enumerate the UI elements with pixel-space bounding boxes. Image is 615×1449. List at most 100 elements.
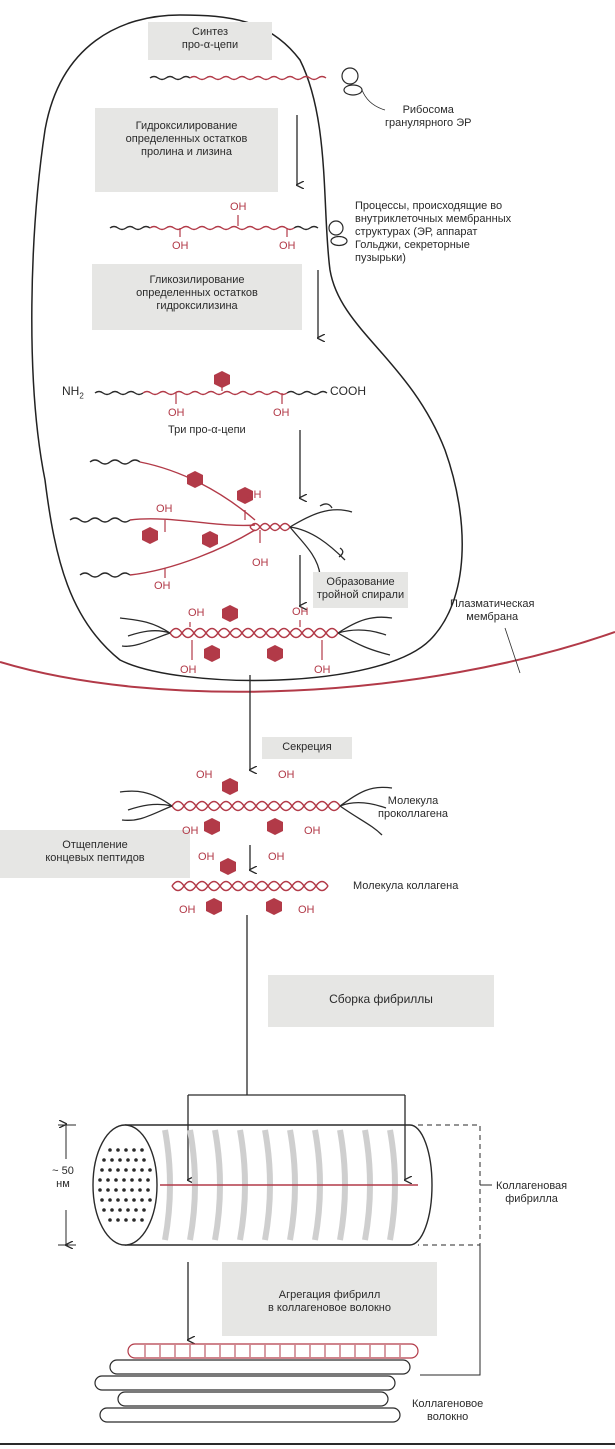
processes-line-4: Гольджи, секреторные xyxy=(355,239,470,251)
step-hydroxylation-line-2: определенных остатков xyxy=(125,133,248,145)
procollagen-line-1: Молекула xyxy=(387,795,439,807)
c-terminal-tangle xyxy=(289,503,353,576)
step-glycosylation-box: Гликозилирование определенных остатков г… xyxy=(92,264,302,330)
fiber-top-banding xyxy=(144,1345,401,1357)
fiber-line-2: волокно xyxy=(427,1411,469,1423)
step-aggregation-line-2: в коллагеновое волокно xyxy=(267,1302,392,1314)
procollagen-left-ends xyxy=(119,790,173,821)
plasma-membrane-line xyxy=(0,631,615,693)
triple-helix-2 xyxy=(169,627,339,639)
step-glycosylation-line-1: Гликозилирование xyxy=(149,274,245,286)
hydroxylated-chain-end xyxy=(293,225,319,231)
fibril-line-1: Коллагеновая xyxy=(496,1180,568,1192)
fibril-bracket xyxy=(418,1124,481,1246)
step-secretion-label: Секреция xyxy=(282,741,332,753)
oh-label: OH xyxy=(168,407,185,419)
fibril-end xyxy=(92,1124,158,1246)
glyco-chain-left xyxy=(94,390,144,396)
ribosome-label-line-2: гранулярного ЭР xyxy=(385,117,472,129)
processes-line-1: Процессы, происходящие во xyxy=(355,200,503,212)
step-synthesis-line-2: про-α-цепи xyxy=(181,39,239,51)
diameter-label: ~ 50 нм xyxy=(42,1165,84,1191)
step-secretion-box: Секреция xyxy=(262,737,352,759)
fiber-bracket xyxy=(420,1245,481,1376)
step-aggregation-box: Агрегация фибрилл в коллагеновое волокно xyxy=(222,1262,437,1336)
oh-label: OH xyxy=(188,607,205,619)
glyco-chain-red xyxy=(142,390,288,396)
membrane-ribosome-large xyxy=(328,220,344,236)
oh-label: OH xyxy=(279,240,296,252)
fibril-line-2: фибрилла xyxy=(505,1193,558,1205)
step-hydroxylation-line-3: пролина и лизина xyxy=(141,146,232,158)
processes-label: Процессы, происходящие во внутриклеточны… xyxy=(355,200,511,265)
diameter-value: ~ 50 xyxy=(52,1165,74,1177)
fibril-cross-section-dots xyxy=(98,1148,152,1222)
cooh-label: COOH xyxy=(330,385,366,398)
chain-b-red xyxy=(129,518,256,527)
oh-label: OH xyxy=(196,769,213,781)
procollagen-helix-2 xyxy=(171,800,341,812)
oh-label: OH xyxy=(314,664,331,676)
oh-label: OH xyxy=(179,904,196,916)
chain-c-red xyxy=(129,529,256,576)
step-fibril-assembly-label: Сборка фибриллы xyxy=(329,992,433,1006)
ribosome-small xyxy=(343,84,363,96)
membrane-ribosome-small xyxy=(330,235,348,247)
oh-label: OH xyxy=(252,557,269,569)
nh2-text: NH xyxy=(62,384,80,398)
step-cleavage-line-1: Отщепление xyxy=(62,839,128,851)
processes-line-3: структурах (ЭР, аппарат xyxy=(355,226,478,238)
collagen-molecule-text: Молекула коллагена xyxy=(353,880,459,892)
fibril-body xyxy=(125,1124,433,1246)
oh-label: OH xyxy=(292,606,309,618)
chain-b xyxy=(69,517,131,523)
oh-label: OH xyxy=(172,240,189,252)
diameter-unit: нм xyxy=(56,1178,70,1190)
oh-label: OH xyxy=(180,664,197,676)
helix-1-right-ends xyxy=(337,616,393,656)
step-cleavage-box: Отщепление концевых пептидов xyxy=(0,830,190,878)
procollagen-right-ends xyxy=(339,786,393,836)
processes-line-5: пузырьки) xyxy=(355,252,406,264)
three-chains-text: Три про-α-цепи xyxy=(168,424,246,436)
hydroxylated-chain-red xyxy=(149,225,295,231)
pro-alpha-chain xyxy=(149,75,191,81)
step-cleavage-line-2: концевых пептидов xyxy=(45,852,145,864)
helix-1-left-ends xyxy=(119,617,171,647)
hydroxylated-chain-black xyxy=(109,225,151,231)
step-synthesis-line-1: Синтез xyxy=(192,26,228,38)
collagen-helix-2 xyxy=(171,880,329,892)
step-triple-helix-box: Образование тройной спирали xyxy=(313,572,408,608)
ribosome-label-line-1: Рибосома xyxy=(402,104,454,116)
oh-label: OH xyxy=(298,904,315,916)
oh-label: OH xyxy=(182,825,199,837)
ribosome-label: Рибосома гранулярного ЭР xyxy=(385,104,471,130)
step-aggregation-line-1: Агрегация фибрилл xyxy=(278,1289,381,1301)
plasma-membrane-line-1: Плазматическая xyxy=(450,598,535,610)
three-chains-label: Три про-α-цепи xyxy=(168,424,246,437)
fiber-label: Коллагеновое волокно xyxy=(412,1398,483,1424)
oh-label: OH xyxy=(156,503,173,515)
plasma-membrane-line-2: мембрана xyxy=(466,611,519,623)
ribosome-pointer xyxy=(361,89,386,111)
cell-outline xyxy=(31,14,463,682)
membrane-pointer xyxy=(504,627,521,674)
oh-label: OH xyxy=(245,489,262,501)
step-triple-helix-line-1: Образование xyxy=(326,576,395,588)
collagen-helix-1 xyxy=(171,880,329,892)
helix-start xyxy=(249,522,291,532)
step-fibril-assembly-box: Сборка фибриллы xyxy=(268,975,494,1027)
processes-line-2: внутриклеточных мембранных xyxy=(355,213,512,225)
oh-label: OH xyxy=(273,407,290,419)
pro-alpha-chain-red xyxy=(189,75,327,81)
procollagen-line-2: проколлагена xyxy=(378,808,449,820)
oh-label: OH xyxy=(268,851,285,863)
step-synthesis-box: Синтез про-α-цепи xyxy=(148,22,272,60)
step-glycosylation-line-2: определенных остатков xyxy=(136,287,258,299)
ribosome-large xyxy=(341,67,359,85)
fibril-label: Коллагеновая фибрилла xyxy=(496,1180,567,1206)
chain-a xyxy=(89,459,141,465)
fiber-line-1: Коллагеновое xyxy=(412,1398,484,1410)
